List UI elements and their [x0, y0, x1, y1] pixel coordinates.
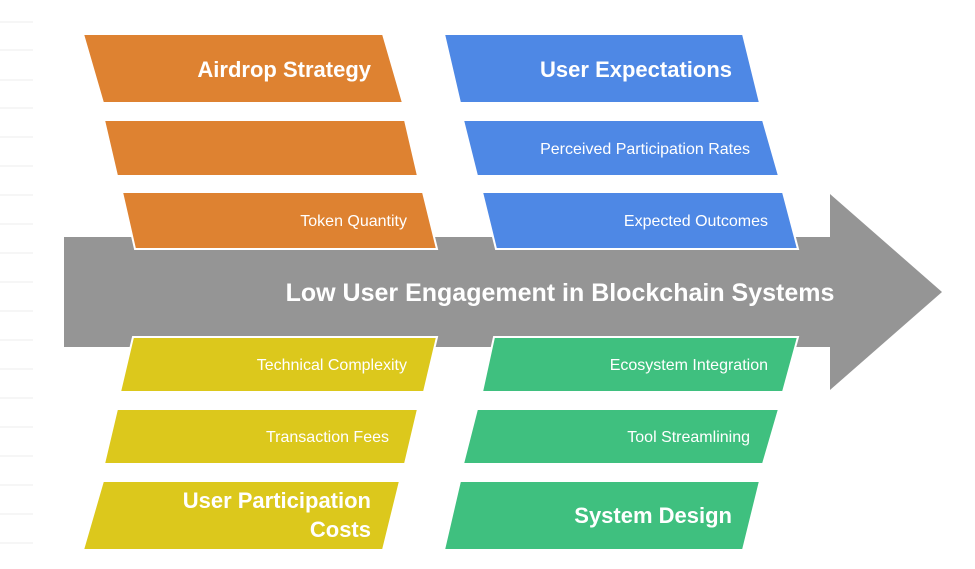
expectations-heading: User Expectations [540, 57, 732, 82]
costs-heading-line2: Costs [310, 517, 371, 542]
ecosystem-integration-label: Ecosystem Integration [610, 357, 768, 374]
diagram-title: Low User Engagement in Blockchain System… [286, 279, 835, 307]
airdrop-heading: Airdrop Strategy [197, 57, 371, 82]
tool-streamlining-label: Tool Streamlining [627, 429, 750, 446]
airdrop-strategy-box [81, 33, 405, 104]
tool-streamlining-box [461, 408, 781, 465]
perceived-participation-box [461, 119, 781, 177]
token-quantity-box [120, 191, 439, 250]
user-expectations-box [442, 33, 762, 104]
transaction-fees-label: Transaction Fees [266, 429, 389, 446]
airdrop-empty-box [102, 119, 420, 177]
costs-heading-line1: User Participation [183, 488, 371, 513]
ecosystem-integration-box [480, 336, 800, 393]
technical-complexity-label: Technical Complexity [257, 357, 407, 374]
expected-outcomes-label: Expected Outcomes [624, 213, 768, 230]
system-design-heading: System Design [574, 503, 732, 528]
background-gridlines [0, 21, 33, 544]
user-participation-costs-box [81, 480, 402, 551]
token-quantity-label: Token Quantity [300, 213, 407, 230]
expected-outcomes-box [480, 191, 800, 250]
technical-complexity-box [118, 336, 439, 393]
perceived-participation-label: Perceived Participation Rates [540, 141, 750, 158]
system-design-box [442, 480, 762, 551]
transaction-fees-box [102, 408, 420, 465]
